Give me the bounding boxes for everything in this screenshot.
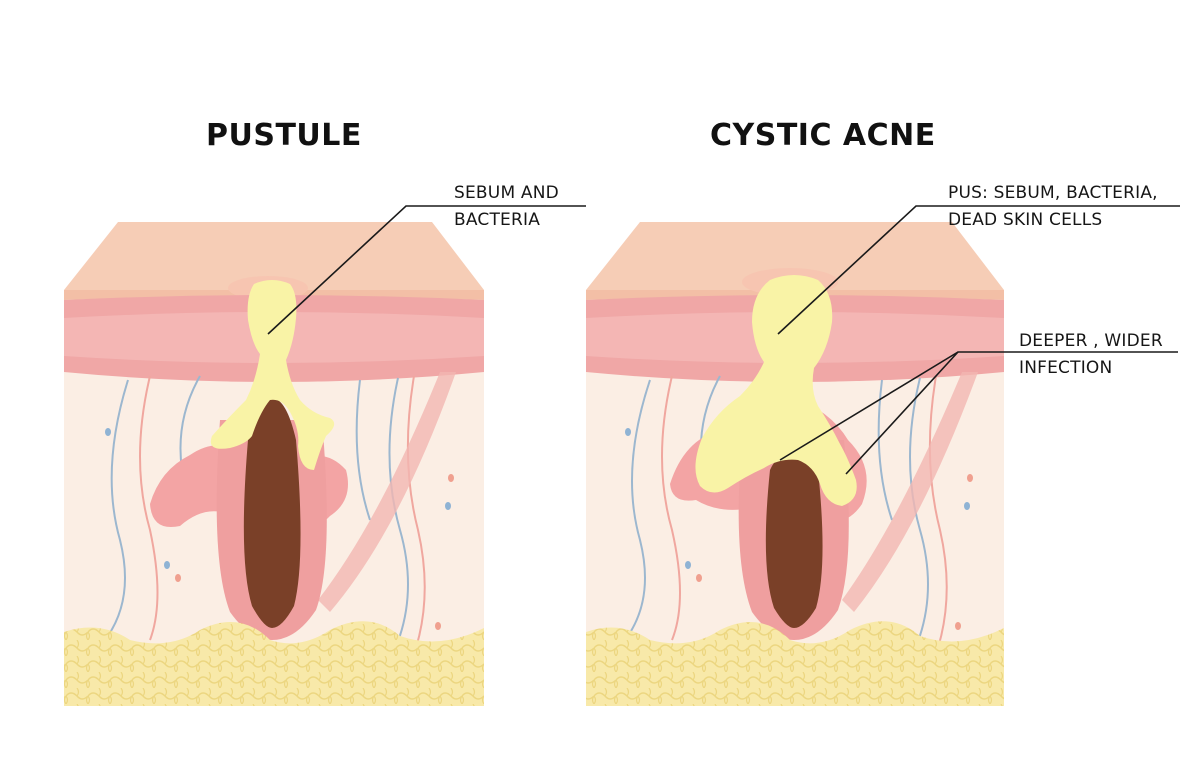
sebum bbox=[210, 280, 335, 470]
leader-line-sebum bbox=[267, 205, 586, 335]
callout-sebum-and-bacteria: SEBUM AND BACTERIA bbox=[454, 180, 559, 234]
fat-layer-2 bbox=[586, 621, 1004, 706]
blood-vessel bbox=[104, 379, 129, 641]
callout-line: BACTERIA bbox=[454, 210, 541, 230]
callout-line: DEEPER , WIDER bbox=[1019, 331, 1163, 351]
cystic-skin-block bbox=[586, 222, 1004, 706]
epidermis-top-2 bbox=[586, 222, 1004, 290]
pustule-skin-block bbox=[64, 222, 484, 706]
hair-root bbox=[243, 397, 301, 628]
callout-pus: PUS: SEBUM, BACTERIA, DEAD SKIN CELLS bbox=[948, 180, 1158, 234]
callout-line: INFECTION bbox=[1019, 358, 1113, 378]
callout-line: PUS: SEBUM, BACTERIA, bbox=[948, 183, 1158, 203]
epidermis-top bbox=[64, 222, 484, 290]
fat-layer bbox=[64, 621, 484, 706]
callout-line: SEBUM AND bbox=[454, 183, 559, 203]
hair-root-2 bbox=[765, 451, 823, 628]
panel-title-cystic-acne: CYSTIC ACNE bbox=[710, 118, 936, 153]
panel-title-pustule: PUSTULE bbox=[206, 118, 362, 153]
leader-line-infection-b bbox=[845, 351, 959, 475]
leader-line-pus bbox=[777, 205, 1180, 335]
callout-line: DEAD SKIN CELLS bbox=[948, 210, 1103, 230]
pus bbox=[695, 275, 857, 506]
callout-deeper-wider-infection: DEEPER , WIDER INFECTION bbox=[1019, 328, 1163, 382]
leader-lines bbox=[267, 205, 1180, 475]
